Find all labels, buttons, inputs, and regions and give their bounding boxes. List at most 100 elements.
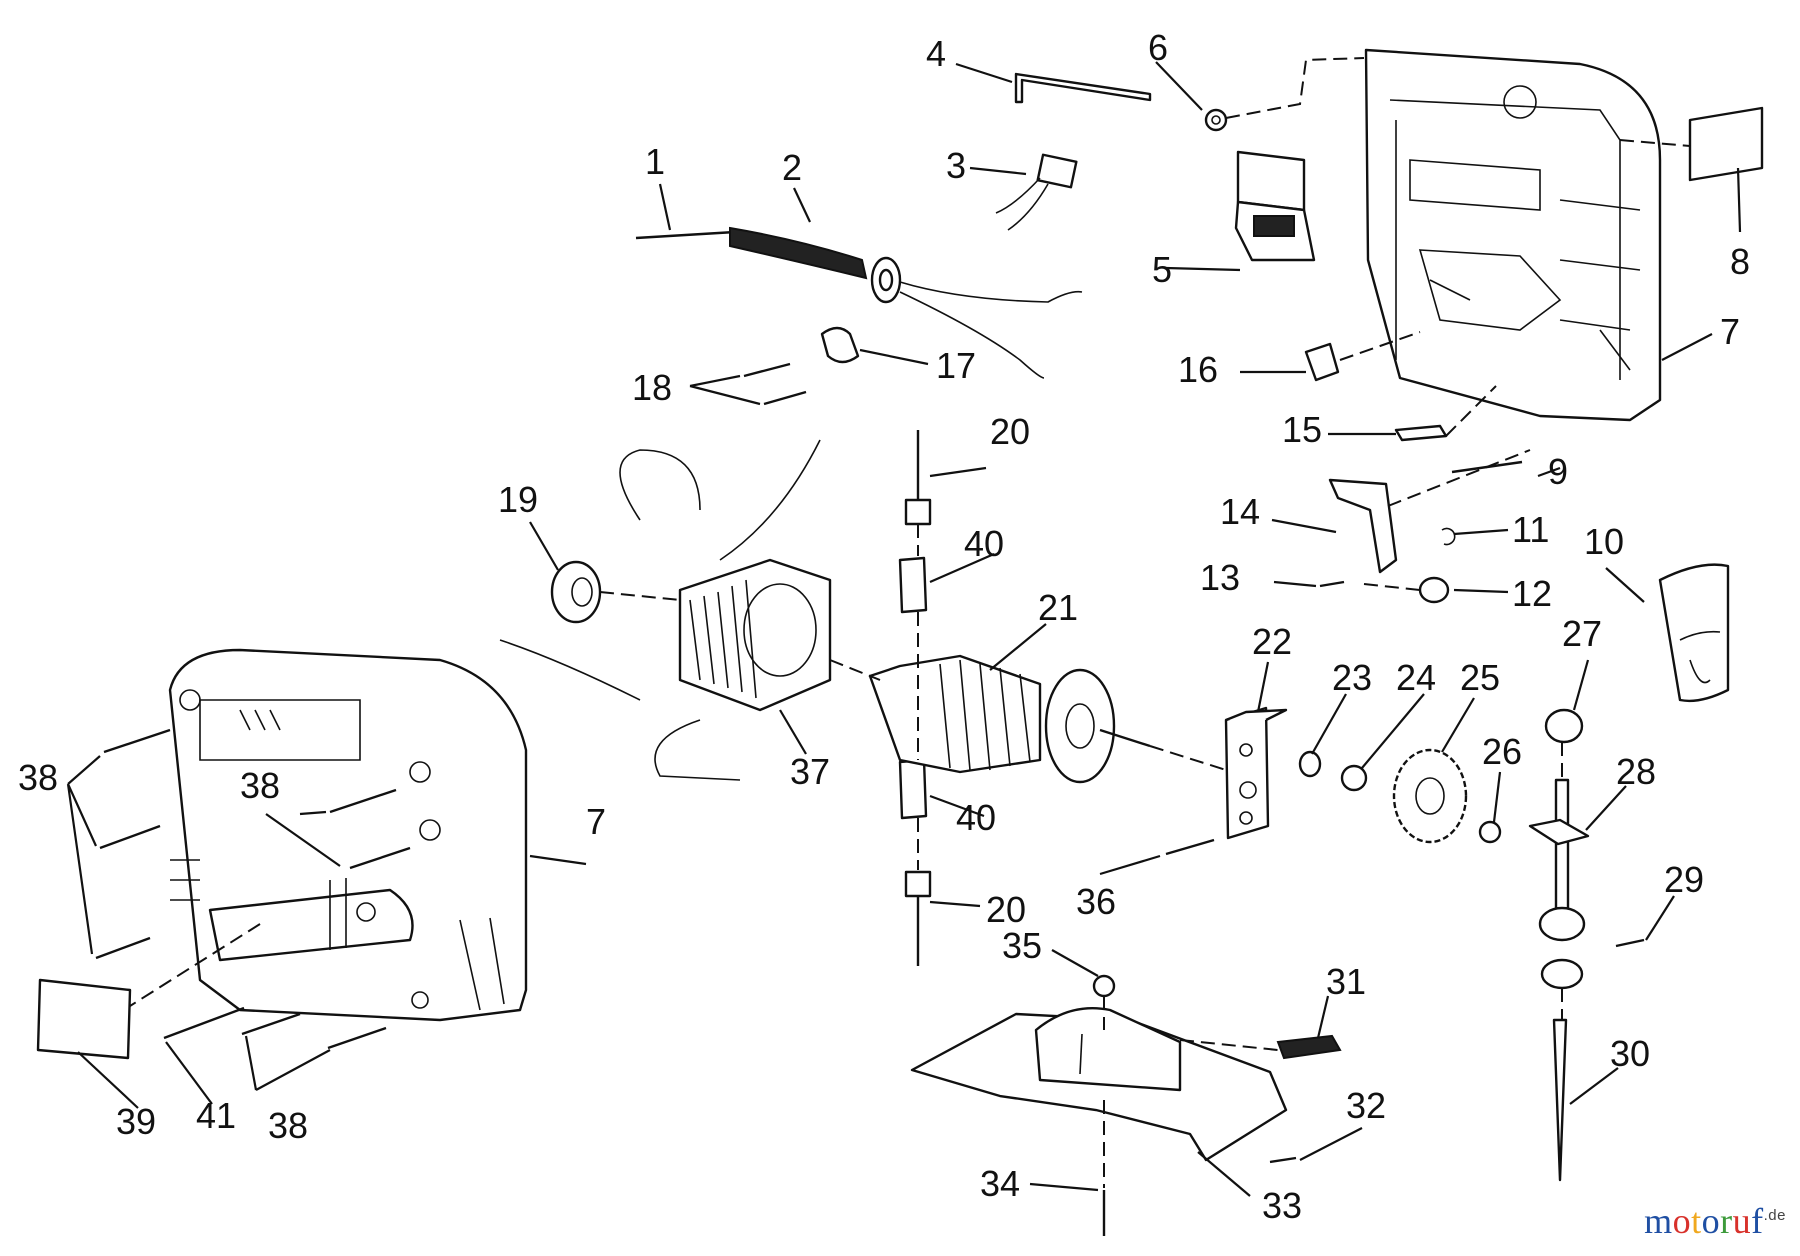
callout-29: 29 — [1664, 859, 1704, 900]
part-blade-insert — [1276, 1034, 1342, 1060]
callout-2: 2 — [782, 147, 802, 188]
callout-16: 16 — [1178, 349, 1218, 390]
part-cord-clamp — [820, 326, 860, 364]
part-wire-connector — [995, 153, 1078, 231]
callout-20-lower: 20 — [986, 889, 1026, 930]
part-brush-spring-upper — [904, 430, 932, 526]
callout-38-bottom: 38 — [268, 1105, 308, 1146]
callout-25: 25 — [1460, 657, 1500, 698]
callout-leaders — [66, 61, 1742, 1197]
callout-6: 6 — [1148, 27, 1168, 68]
part-gear — [1392, 748, 1468, 844]
part-blade-guard — [1658, 563, 1730, 703]
callout-27: 27 — [1562, 613, 1602, 654]
part-field-coil — [499, 439, 832, 781]
callout-34: 34 — [980, 1163, 1020, 1204]
watermark-letter: m — [1644, 1201, 1673, 1241]
part-plate — [1394, 424, 1448, 442]
callout-35: 35 — [1002, 925, 1042, 966]
watermark-letter: t — [1691, 1201, 1702, 1241]
callout-18: 18 — [632, 367, 672, 408]
part-base-plate — [910, 1007, 1288, 1162]
callout-15: 15 — [1282, 409, 1322, 450]
watermark-letter: f — [1751, 1201, 1764, 1241]
part-armature — [868, 654, 1151, 784]
part-small-screw — [1319, 580, 1345, 588]
part-spacer — [1478, 820, 1502, 844]
part-plunger — [1538, 778, 1586, 990]
callout-38-middle: 38 — [240, 765, 280, 806]
callout-21: 21 — [1038, 587, 1078, 628]
part-label-right — [1688, 106, 1764, 182]
part-hex-key — [1014, 72, 1152, 104]
part-saw-blade — [1552, 1018, 1568, 1182]
part-bracket — [1328, 478, 1398, 574]
assembly-lines — [129, 57, 1691, 1188]
part-bearing — [550, 560, 602, 624]
part-housing-right — [1364, 48, 1662, 422]
callout-39: 39 — [116, 1101, 156, 1142]
callout-9: 9 — [1548, 451, 1568, 492]
callout-11: 11 — [1512, 509, 1549, 550]
part-nut — [1204, 108, 1228, 132]
part-bushing — [1418, 576, 1450, 604]
callout-38-left: 38 — [18, 757, 58, 798]
part-block-screw — [1165, 838, 1215, 856]
callout-22: 22 — [1252, 621, 1292, 662]
callout-36: 36 — [1076, 881, 1116, 922]
watermark-letter: u — [1732, 1201, 1752, 1241]
callout-3: 3 — [946, 145, 966, 186]
part-clip — [1304, 342, 1340, 382]
callout-30: 30 — [1610, 1033, 1650, 1074]
callout-13: 13 — [1200, 557, 1240, 598]
part-plunger-bearing — [1544, 708, 1584, 744]
callout-28: 28 — [1616, 751, 1656, 792]
callout-37: 37 — [790, 751, 830, 792]
callout-labels: 1 2 3 4 5 6 7 7 8 9 10 11 12 13 14 15 16… — [18, 27, 1750, 1226]
callout-8: 8 — [1730, 241, 1750, 282]
part-gear-bushing — [1340, 764, 1368, 792]
callout-12: 12 — [1512, 573, 1552, 614]
watermark-letter: r — [1720, 1201, 1733, 1241]
callout-20-upper: 20 — [990, 411, 1030, 452]
callout-23: 23 — [1332, 657, 1372, 698]
part-brush-holder-upper — [898, 556, 928, 614]
callout-41: 41 — [196, 1095, 236, 1136]
callout-40-lower: 40 — [956, 797, 996, 838]
part-base-screw-side — [1269, 1156, 1297, 1164]
part-switch — [1234, 150, 1316, 262]
part-strain-relief — [729, 226, 1083, 379]
part-brush-spring-lower — [904, 870, 932, 966]
part-guide-roller — [1528, 818, 1590, 846]
watermark-logo: motoruf.de — [1644, 1200, 1786, 1242]
watermark-suffix: .de — [1763, 1207, 1786, 1224]
part-clamp-screw — [1615, 938, 1645, 948]
callout-1: 1 — [645, 141, 665, 182]
callout-26: 26 — [1482, 731, 1522, 772]
part-label-left — [36, 978, 132, 1060]
callout-4: 4 — [926, 33, 946, 74]
callout-7-right: 7 — [1720, 311, 1740, 352]
callout-17: 17 — [936, 345, 976, 386]
callout-31: 31 — [1326, 961, 1366, 1002]
watermark-letter: o — [1701, 1201, 1721, 1241]
watermark-letter: o — [1672, 1201, 1692, 1241]
callout-10: 10 — [1584, 521, 1624, 562]
callout-19: 19 — [498, 479, 538, 520]
part-gear-block — [1224, 706, 1288, 840]
part-retaining-ring — [1441, 527, 1456, 546]
callout-5: 5 — [1152, 249, 1172, 290]
callout-7-left: 7 — [586, 801, 606, 842]
callout-14: 14 — [1220, 491, 1260, 532]
part-washer — [1298, 750, 1322, 778]
part-housing-left — [168, 648, 528, 1022]
callout-32: 32 — [1346, 1085, 1386, 1126]
part-clamp-screws — [743, 362, 807, 406]
part-housing-screws — [95, 728, 411, 1050]
part-brush-holder-lower — [898, 758, 928, 820]
part-base-nut — [1092, 974, 1116, 998]
callout-40-upper: 40 — [964, 523, 1004, 564]
callout-33: 33 — [1262, 1185, 1302, 1226]
callout-24: 24 — [1396, 657, 1436, 698]
